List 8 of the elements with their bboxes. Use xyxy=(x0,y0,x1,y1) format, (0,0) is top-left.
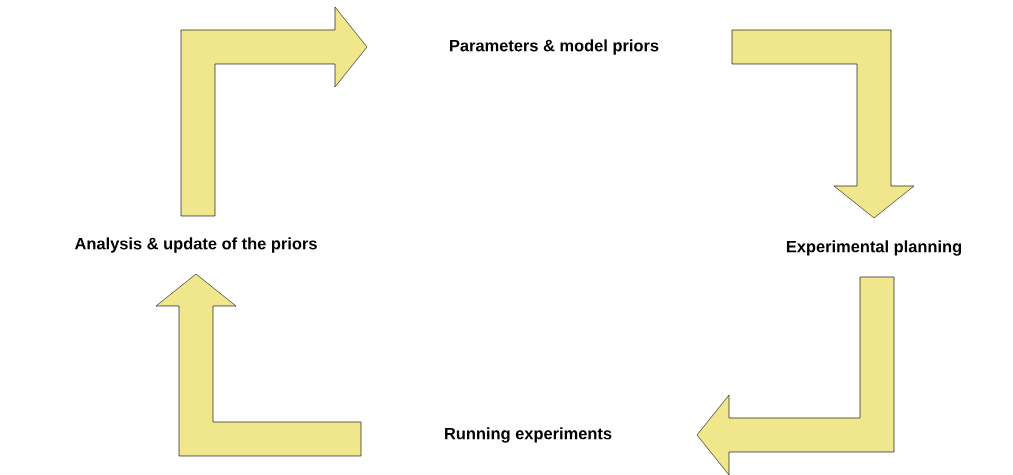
block-arrow xyxy=(155,273,362,457)
block-arrow xyxy=(696,276,895,475)
step-label: Parameters & model priors xyxy=(450,39,659,55)
block-arrow xyxy=(731,29,915,219)
step-label: Experimental planning xyxy=(786,240,962,256)
step-label: Running experiments xyxy=(445,427,612,443)
block-arrow xyxy=(180,6,368,217)
step-label: Analysis & update of the priors xyxy=(74,237,317,253)
